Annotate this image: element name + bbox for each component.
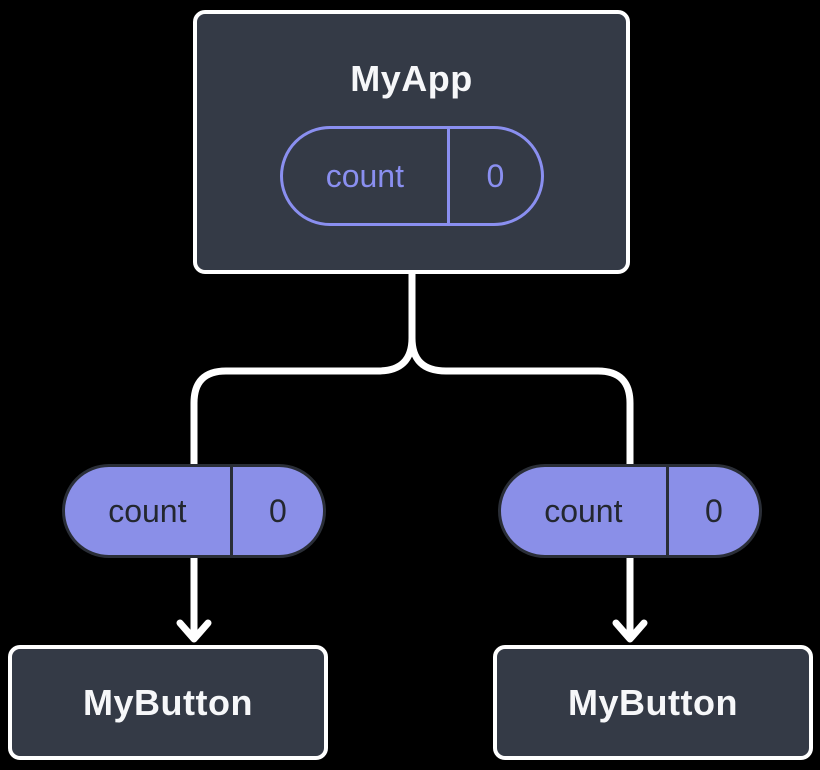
state-value: 0 (486, 157, 505, 194)
myapp-title: MyApp (350, 58, 473, 99)
prop-value: 0 (268, 492, 287, 529)
arrow-down-icon (176, 619, 212, 643)
prop-pill-left: count 0 (62, 464, 326, 558)
left-branch-line (190, 334, 416, 641)
prop-pill-right: count 0 (498, 464, 762, 558)
prop-value: 0 (704, 492, 723, 529)
right-branch-line (408, 334, 634, 641)
state-name: count (283, 129, 451, 223)
mybutton-title: MyButton (83, 681, 253, 723)
prop-name: count (65, 467, 233, 555)
state-pill: count 0 (279, 126, 544, 226)
myapp-node: MyApp count 0 (193, 10, 630, 274)
arrow-down-icon (612, 619, 648, 643)
mybutton-node-left: MyButton (8, 645, 328, 760)
mybutton-node-right: MyButton (493, 645, 813, 760)
prop-name: count (501, 467, 669, 555)
mybutton-title: MyButton (568, 681, 738, 723)
